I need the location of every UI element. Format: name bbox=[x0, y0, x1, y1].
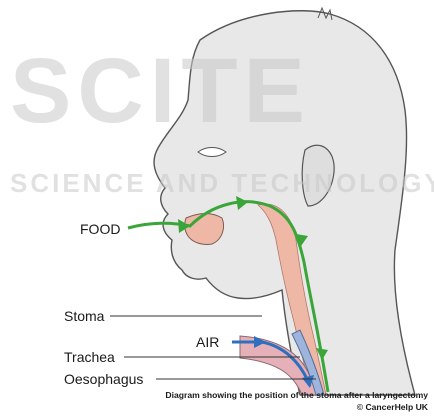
watermark-small-text: SCIENCE AND TECHNOLOGY bbox=[10, 168, 434, 198]
label-stoma: Stoma bbox=[64, 308, 105, 324]
caption-line-1: Diagram showing the position of the stom… bbox=[165, 390, 428, 400]
watermark-big-text: SCITE bbox=[10, 40, 311, 142]
label-trachea: Trachea bbox=[64, 349, 115, 365]
caption-line-2: © CancerHelp UK bbox=[357, 402, 429, 412]
label-oesophagus: Oesophagus bbox=[64, 371, 143, 387]
label-air: AIR bbox=[196, 334, 219, 350]
label-food: FOOD bbox=[80, 221, 120, 237]
